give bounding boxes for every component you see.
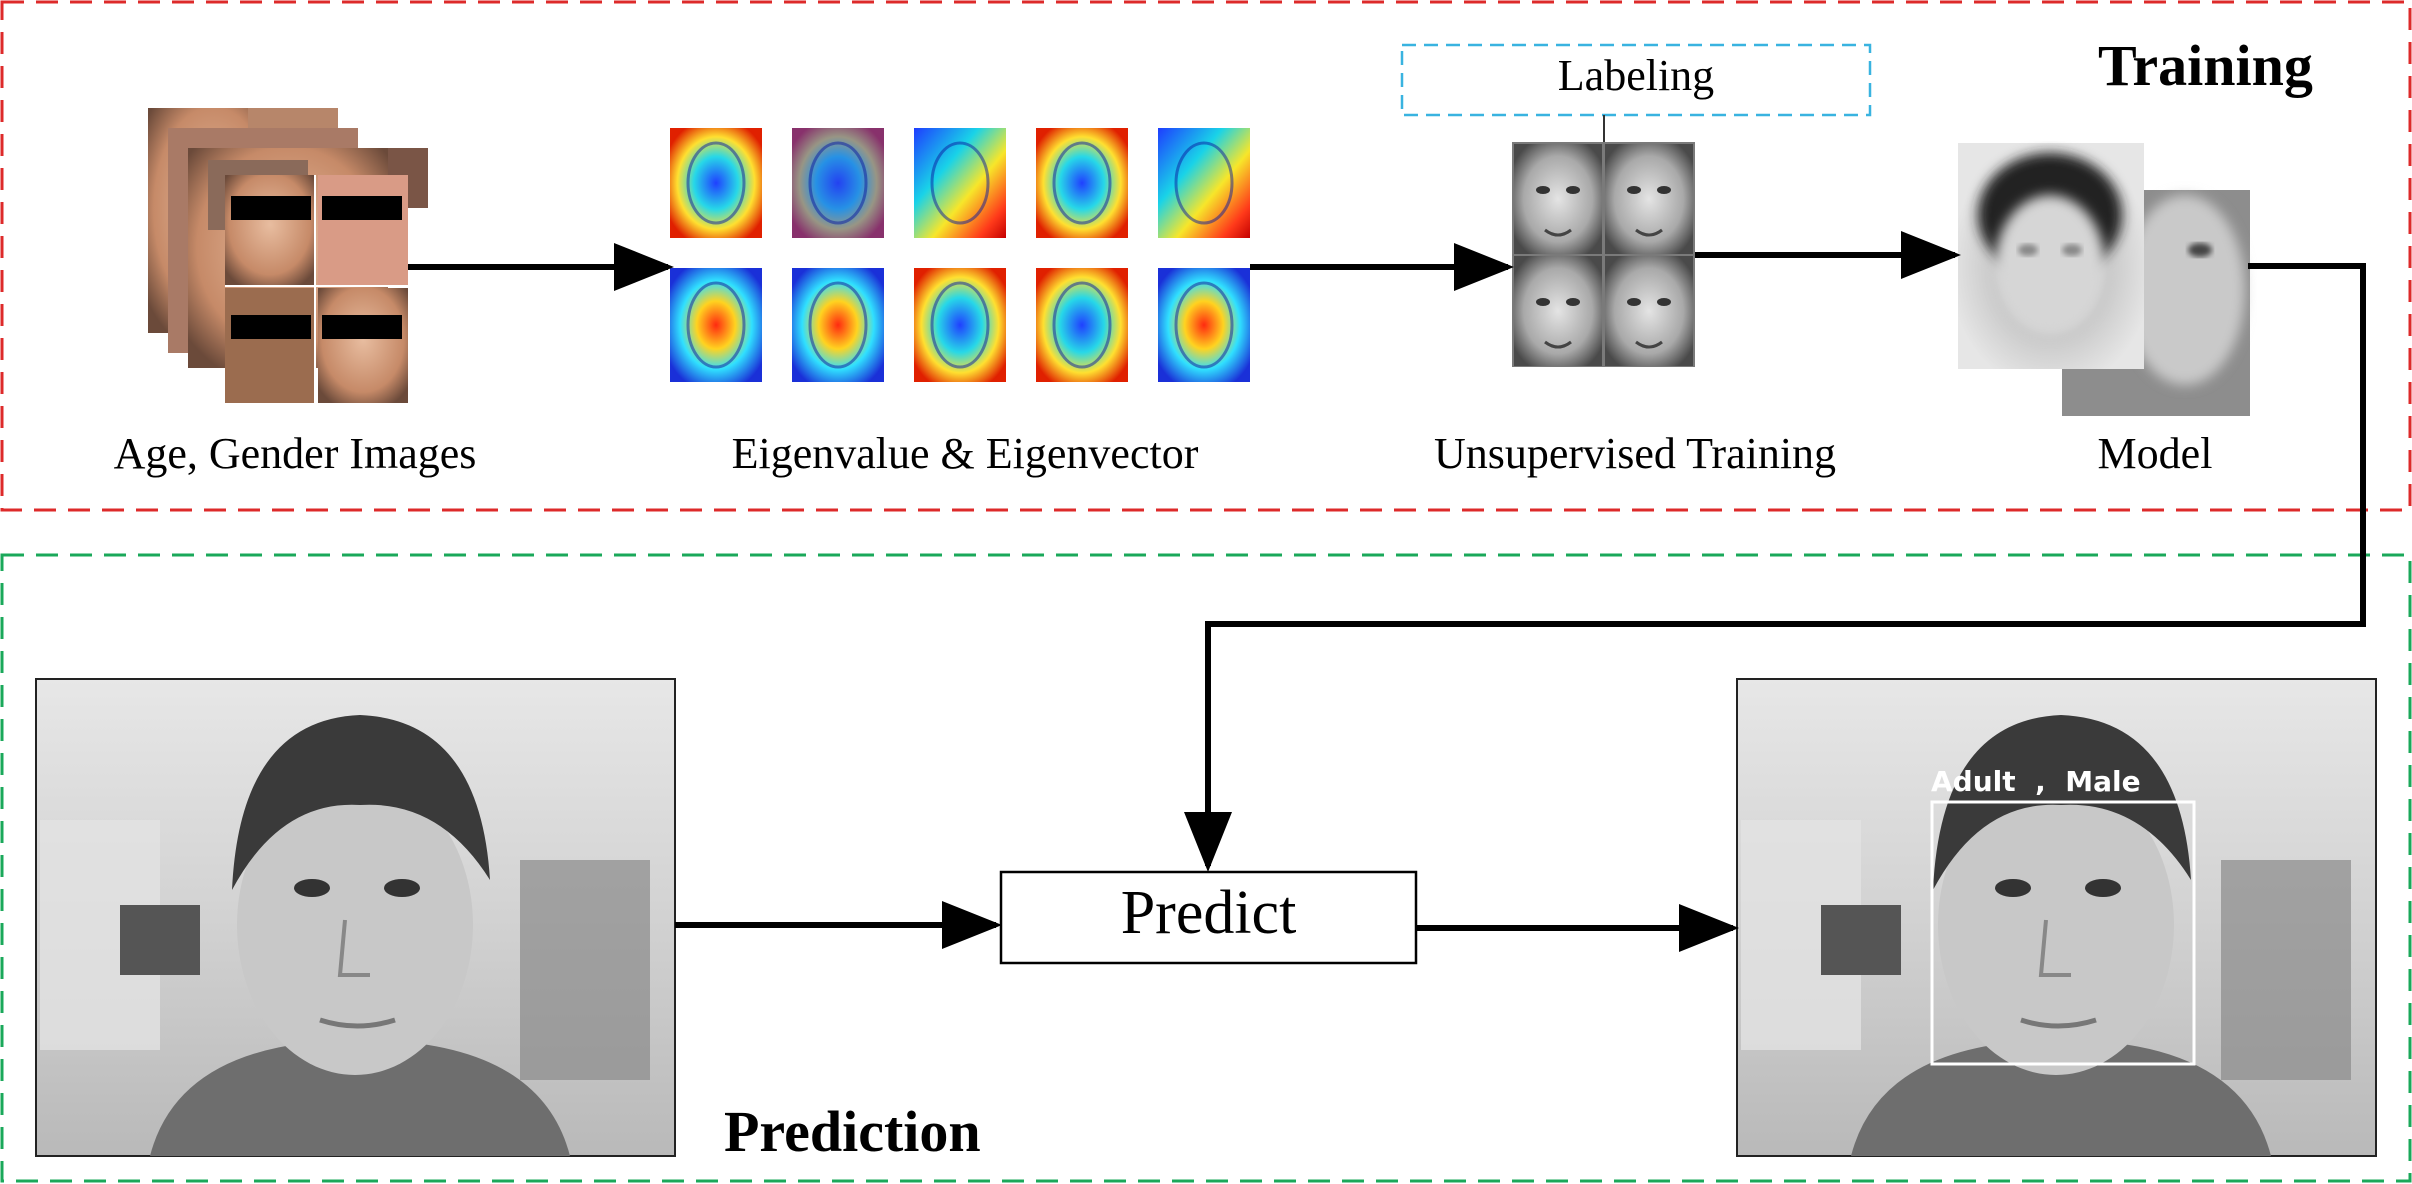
face-photo-stack-icon	[148, 108, 428, 403]
eigenface-heatmap-icon	[670, 128, 1250, 382]
face-detection-box	[1930, 800, 2196, 1066]
eigen-label: Eigenvalue & Eigenvector	[731, 429, 1199, 478]
dataset-label: Age, Gender Images	[113, 429, 477, 478]
predict-label: Predict	[1120, 879, 1297, 947]
model-label: Model	[2097, 429, 2213, 478]
training-title: Training	[2098, 33, 2313, 98]
annotated-output-frame-icon	[1736, 678, 2377, 1157]
arrow-model-to-predict	[1184, 263, 2366, 872]
labeling-label: Labeling	[1557, 51, 1715, 100]
predict-box	[999, 870, 1418, 965]
prediction-section-border	[0, 553, 2412, 1183]
flow-arrows	[408, 231, 2366, 952]
camera-input-frame-icon	[35, 678, 676, 1157]
unsupervised-label: Unsupervised Training	[1433, 429, 1837, 478]
prediction-title: Prediction	[724, 1099, 981, 1164]
average-face-model-icon	[1958, 143, 2250, 416]
clustered-faces-icon	[1512, 142, 1695, 367]
labeling-box	[1400, 43, 1872, 117]
training-section-border	[0, 0, 2412, 512]
prediction-result-text: Adult , Male	[1931, 765, 2141, 798]
